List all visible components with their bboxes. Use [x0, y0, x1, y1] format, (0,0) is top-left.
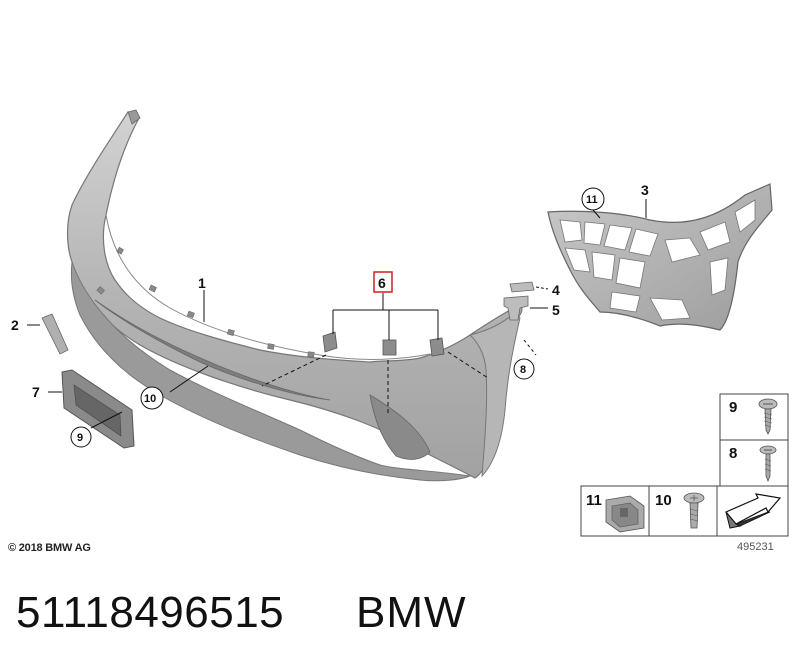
- torx-screw-icon: [683, 492, 705, 529]
- callout-6-leaders: [332, 293, 439, 340]
- legend-8: 8: [729, 445, 737, 462]
- brand-name: BMW: [356, 588, 467, 637]
- diagram-id: 495231: [737, 541, 774, 553]
- part-2-cover: [27, 313, 69, 355]
- direction-arrow-icon: [725, 493, 782, 529]
- callout-4: 4: [552, 282, 560, 298]
- callout-11: 11: [586, 194, 598, 206]
- bracket-part-5: [503, 295, 548, 321]
- tapping-screw-icon: [758, 398, 778, 435]
- callout-6: 6: [378, 275, 386, 291]
- callout-11-circle: [581, 187, 605, 211]
- copyright-text: © 2018 BMW AG: [8, 542, 91, 554]
- legend-9: 9: [729, 399, 737, 416]
- legend-10: 10: [655, 492, 672, 509]
- legend-cell-10: [648, 485, 718, 537]
- callout-10-circle: [140, 386, 164, 410]
- clip-nut-left: [322, 331, 338, 353]
- long-screw-icon: [759, 445, 777, 483]
- license-plate-bracket: [48, 369, 135, 449]
- callout-8-circle: [513, 358, 535, 380]
- fastener-legend: 9 8 11 10: [580, 393, 789, 537]
- bumper-carrier: [547, 183, 773, 331]
- callout-2: 2: [11, 317, 19, 333]
- part-number: 51118496515: [16, 588, 285, 637]
- bracket-part-4: [509, 281, 549, 293]
- callout-1: 1: [198, 275, 206, 291]
- callout-10: 10: [144, 393, 156, 405]
- legend-cell-9: [719, 393, 789, 441]
- front-bumper-panel: [66, 109, 523, 482]
- bumper-leader-lines: [169, 339, 537, 415]
- callout-5: 5: [552, 302, 560, 318]
- callout-6-box: [373, 271, 393, 293]
- clip-nut-icon: [605, 495, 645, 533]
- clip-nut-center: [382, 339, 397, 356]
- legend-cell-8: [719, 439, 789, 487]
- callout-9-circle: [70, 426, 92, 448]
- callout-3: 3: [641, 182, 649, 198]
- clip-nut-right: [429, 337, 445, 357]
- callouts: 1 2 3 4 5 7 6 8 9 10 11: [11, 182, 649, 448]
- callout-8: 8: [520, 364, 526, 376]
- legend-11: 11: [586, 492, 602, 509]
- callout-7: 7: [32, 384, 40, 400]
- callout-9: 9: [77, 432, 83, 444]
